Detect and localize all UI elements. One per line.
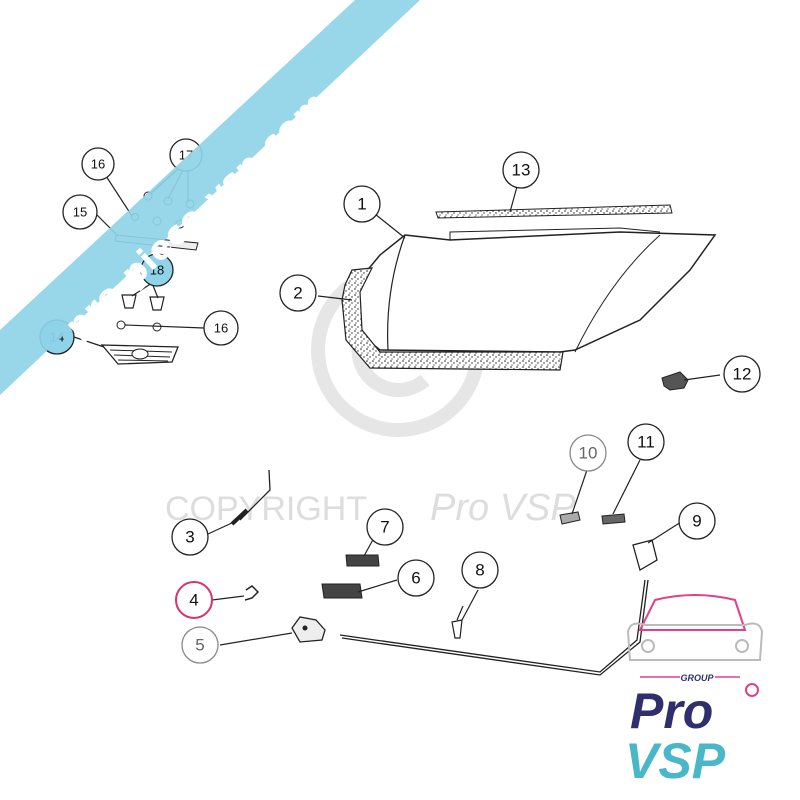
callout-16-top-label: 16 <box>91 157 105 172</box>
callout-15-label: 15 <box>73 205 87 220</box>
callout-12-label: 12 <box>733 365 752 384</box>
callout-2-label: 2 <box>293 284 302 303</box>
logo-group-tag: GROUP <box>680 673 714 683</box>
callout-5[interactable]: 5 <box>181 626 219 664</box>
callout-4-label: 4 <box>189 591 198 610</box>
callout-18[interactable]: 18 <box>140 253 174 287</box>
callout-10-label: 10 <box>579 444 598 463</box>
bracket-12-part <box>661 371 689 391</box>
callout-7[interactable]: 7 <box>366 508 404 546</box>
hood-part <box>354 227 717 353</box>
car-outline-icon <box>626 594 764 661</box>
bumper-11-part <box>601 513 626 525</box>
callout-13[interactable]: 13 <box>502 151 540 189</box>
watermark-brand: Pro VSP <box>430 487 576 529</box>
logo-gear-icon <box>745 683 759 697</box>
callout-11[interactable]: 11 <box>627 423 665 461</box>
callout-16-bottom[interactable]: 16 <box>203 310 239 346</box>
callout-4[interactable]: 4 <box>175 581 213 619</box>
callout-1-label: 1 <box>357 195 366 214</box>
callout-8-label: 8 <box>475 561 484 580</box>
clips-18 <box>121 294 165 311</box>
callout-16-bottom-label: 16 <box>214 321 228 336</box>
clip-4-part <box>244 585 260 601</box>
logo-line-pro: Pro <box>630 683 713 739</box>
release-cable-part <box>339 539 658 676</box>
provsp-logo: GROUP Pro VSP <box>625 594 764 789</box>
callout-16-top[interactable]: 16 <box>81 147 115 181</box>
logo-line-vsp: VSP <box>625 733 726 789</box>
callout-2[interactable]: 2 <box>279 274 317 312</box>
callout-11-label: 11 <box>637 433 655 452</box>
prop-rod-part <box>230 469 271 526</box>
grille-part <box>100 344 179 365</box>
release-handle-part <box>451 605 464 639</box>
callout-13-label: 13 <box>512 161 531 180</box>
callout-15[interactable]: 15 <box>62 194 98 230</box>
plate-6-part <box>321 583 363 599</box>
callout-12[interactable]: 12 <box>723 355 761 393</box>
callout-9-label: 9 <box>692 512 701 531</box>
lock-part <box>291 616 326 643</box>
callout-6[interactable]: 6 <box>397 559 435 597</box>
callout-9[interactable]: 9 <box>678 502 716 540</box>
callout-7-label: 7 <box>380 518 389 537</box>
callout-18-label: 18 <box>150 263 164 278</box>
callout-1[interactable]: 1 <box>343 185 381 223</box>
callout-5-label: 5 <box>195 636 204 655</box>
seal-part <box>341 267 564 371</box>
callout-8[interactable]: 8 <box>461 551 499 589</box>
callout-6-label: 6 <box>411 569 420 588</box>
plate-7-part <box>345 554 380 567</box>
callout-3[interactable]: 3 <box>171 518 209 556</box>
seal-strip-part <box>435 204 673 219</box>
callout-3-label: 3 <box>185 528 194 547</box>
callout-10[interactable]: 10 <box>569 434 607 472</box>
